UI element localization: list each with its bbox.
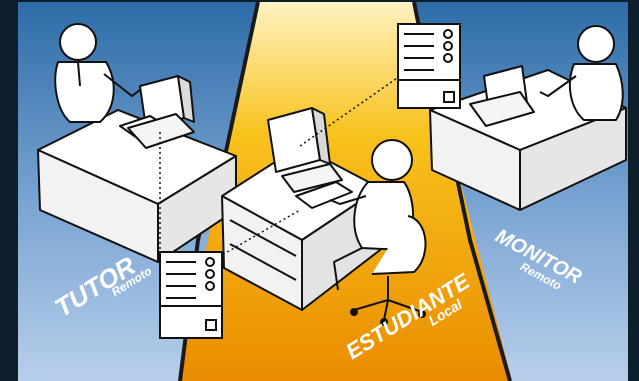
monitor-session-window-icon [398, 24, 460, 108]
tutor-session-window-icon [160, 252, 222, 338]
